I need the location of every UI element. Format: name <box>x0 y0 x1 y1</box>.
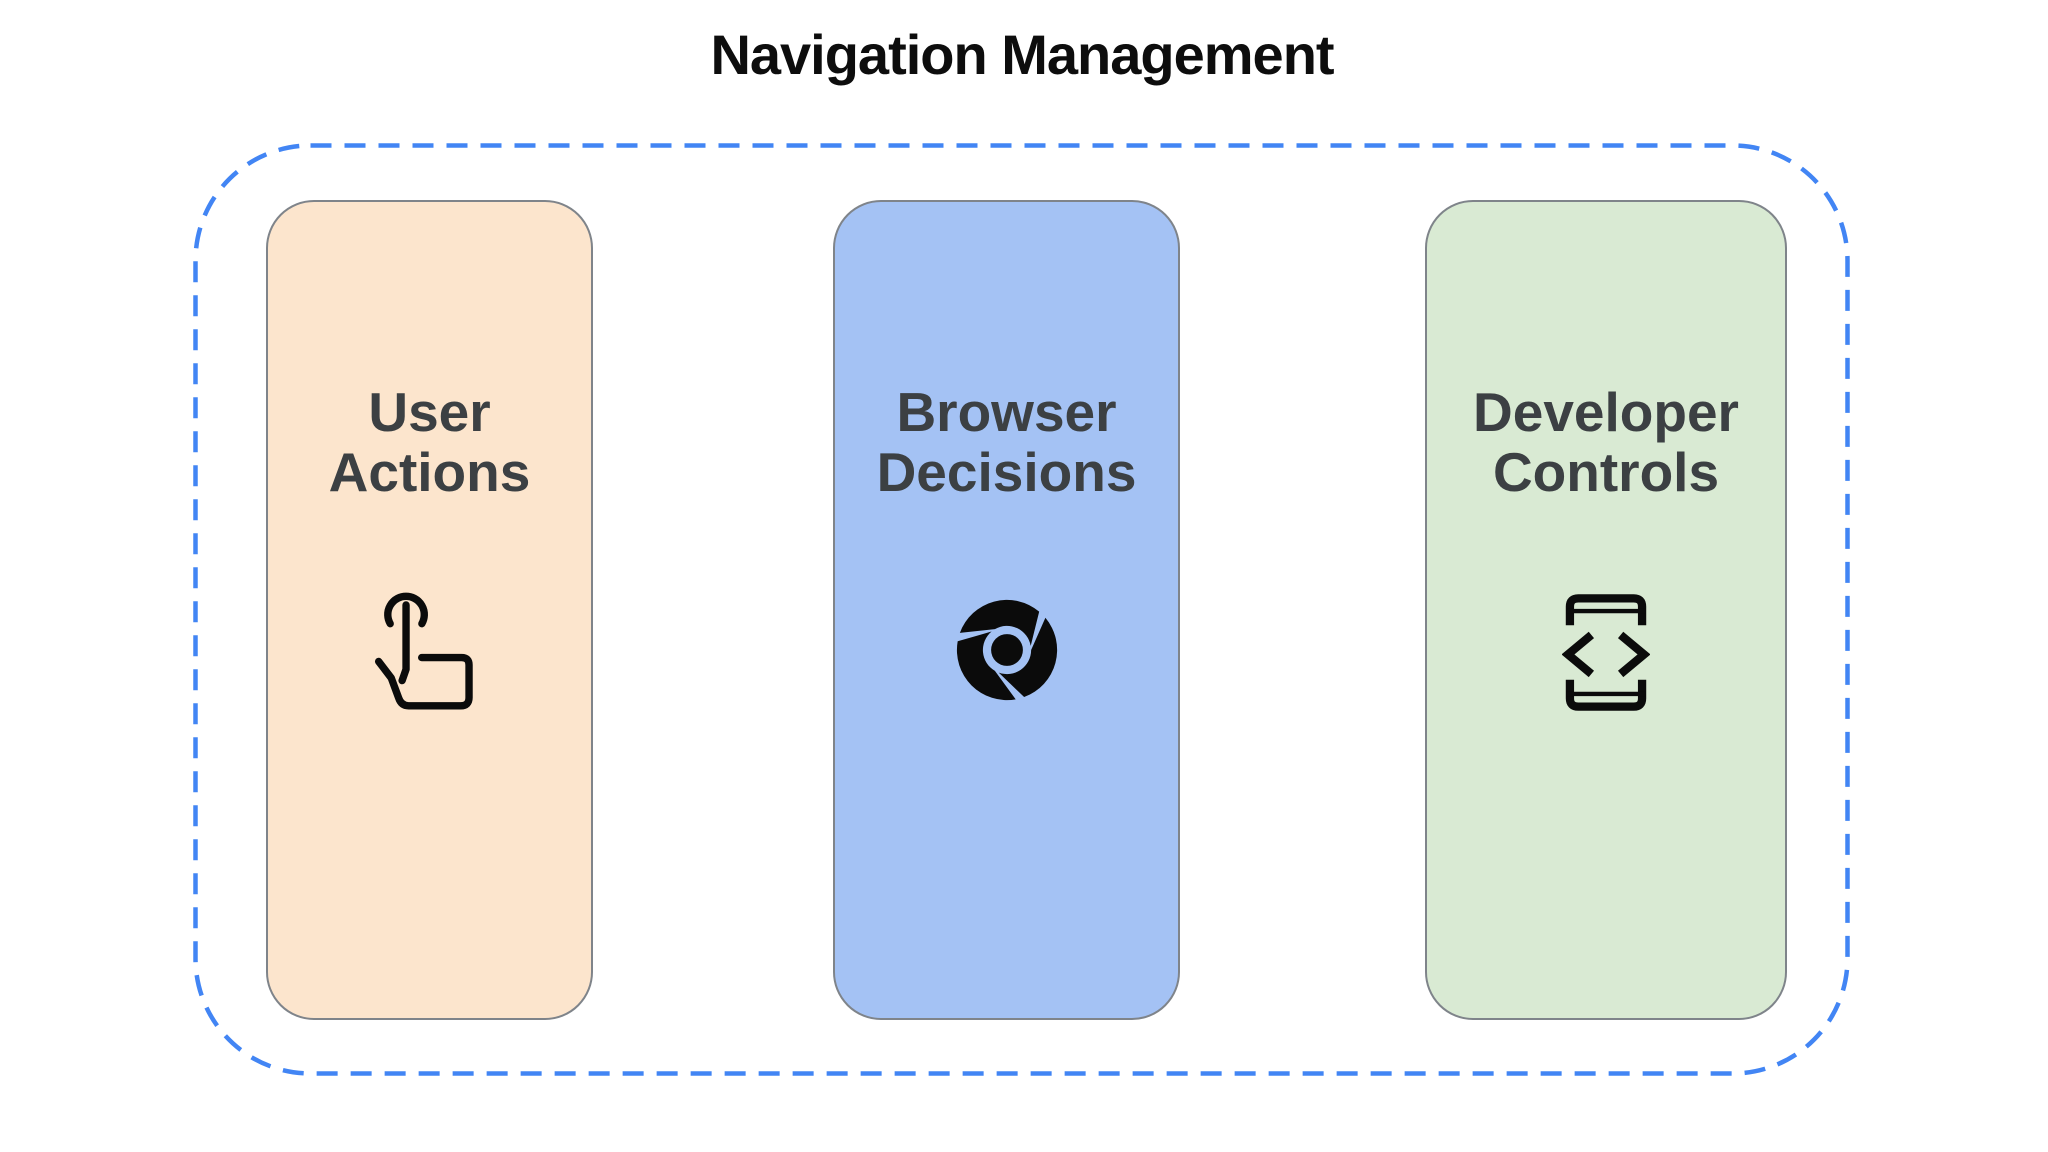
card-label: User Actions <box>328 381 531 503</box>
diagram-title: Navigation Management <box>710 23 1334 86</box>
card-label: Browser Decisions <box>876 381 1137 503</box>
card-icon-slot <box>835 585 1178 703</box>
card-label: Developer Controls <box>1473 381 1739 503</box>
developer-mode-icon <box>1562 594 1650 711</box>
card-icon-slot <box>268 585 591 711</box>
card-developer-controls: Developer Controls <box>1425 200 1787 1020</box>
card-icon-slot <box>1427 585 1785 711</box>
dashed-group-border <box>193 143 1850 1076</box>
dashed-border-rect <box>193 143 1850 1076</box>
chrome-browser-icon <box>956 599 1057 701</box>
card-browser-decisions: Browser Decisions <box>833 200 1180 1020</box>
card-user-actions: User Actions <box>266 200 593 1020</box>
tap-gesture-icon <box>374 592 473 710</box>
